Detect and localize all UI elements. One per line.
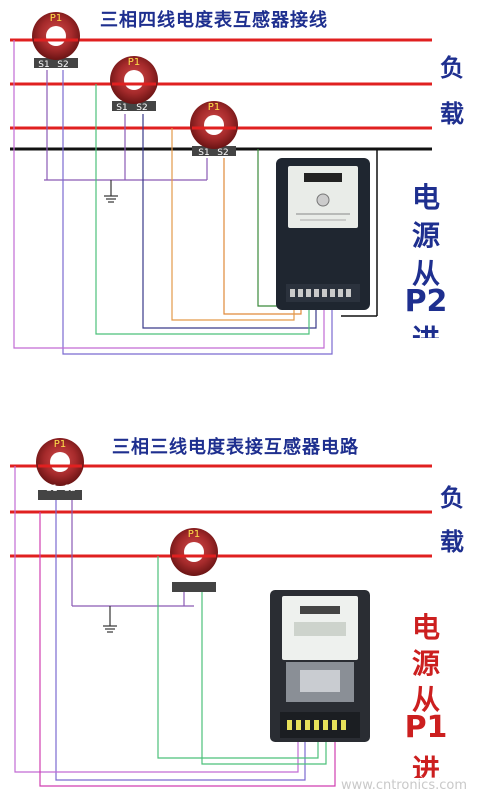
- top-wire-b-s2: [142, 114, 317, 329]
- bottom-ct-a-s1: S1: [46, 484, 57, 494]
- top-ct-b-s2: S2: [136, 103, 147, 113]
- top-source-line-3: 从: [411, 257, 440, 290]
- top-ct-b-p1: P1: [128, 57, 140, 68]
- top-load-label-2: 载: [440, 100, 464, 128]
- top-ct-c-p1: P1: [208, 102, 220, 113]
- top-title: 三相四线电度表互感器接线: [100, 10, 328, 31]
- top-ct-c: P1 S1 S2: [190, 101, 238, 158]
- bottom-source-line-4: P1: [404, 710, 448, 745]
- top-meter: [276, 158, 370, 310]
- bottom-wire-a-p: [14, 466, 299, 773]
- bottom-wire-c-p: [157, 556, 319, 759]
- bottom-meter: [270, 590, 370, 742]
- top-ct-a-p1: P1: [50, 13, 62, 24]
- top-ct-a-s2: S2: [57, 60, 68, 70]
- bottom-source-line-2: 源: [411, 647, 440, 680]
- bottom-ct-a-s2: S2: [64, 484, 75, 494]
- top-wire-a-p: [13, 40, 325, 349]
- bottom-load-label-2: 载: [440, 528, 464, 556]
- top-load-label-1: 负: [440, 54, 464, 82]
- bottom-ct-a: P1 S1 S2: [36, 438, 84, 500]
- bottom-source-line-3: 从: [411, 683, 440, 716]
- top-ct-a-s1: S1: [38, 60, 49, 70]
- bottom-wire-b-p: [39, 512, 336, 787]
- watermark: www.cntronics.com: [340, 778, 467, 793]
- bottom-ct-c-p1: P1: [188, 529, 200, 540]
- top-wire-c-p: [171, 128, 295, 321]
- top-source-line-4: P2: [404, 284, 448, 319]
- bottom-source-line-1: 电: [411, 611, 440, 644]
- bottom-ct-c: P1 S1 S2: [170, 528, 218, 592]
- bottom-load-label-1: 负: [440, 484, 464, 512]
- top-source-line-1: 电: [411, 181, 440, 214]
- top-source-line-5: 进: [406, 318, 446, 338]
- top-ground-icon: [104, 195, 118, 203]
- bottom-wire-c-s2: [201, 590, 327, 765]
- top-source-line-2: 源: [411, 219, 440, 252]
- top-ct-c-s2: S2: [217, 148, 228, 158]
- bottom-source-line-5: 进: [411, 753, 440, 778]
- bottom-ct-c-s2: S2: [198, 575, 209, 585]
- top-ct-c-s1: S1: [198, 148, 209, 158]
- bottom-panel: P1 S1 S2 P1 S1 S2: [10, 438, 432, 787]
- top-wire-b-p: [95, 84, 310, 335]
- top-ct-b-s1: S1: [116, 103, 127, 113]
- bottom-ct-c-s1: S1: [179, 575, 190, 585]
- top-ct-a: P1 S1 S2: [32, 12, 80, 70]
- top-wire-a-s2: [62, 70, 333, 355]
- bottom-title: 三相三线电度表接互感器电路: [112, 437, 359, 458]
- bottom-ct-a-p1: P1: [54, 439, 66, 450]
- bottom-wire-a-s1: [55, 498, 306, 781]
- top-panel: P1 S1 S2 P1 S1 S2 P1 S1 S2: [10, 12, 432, 355]
- top-ct-b: P1 S1 S2: [110, 56, 158, 113]
- bottom-ground-icon: [103, 625, 117, 633]
